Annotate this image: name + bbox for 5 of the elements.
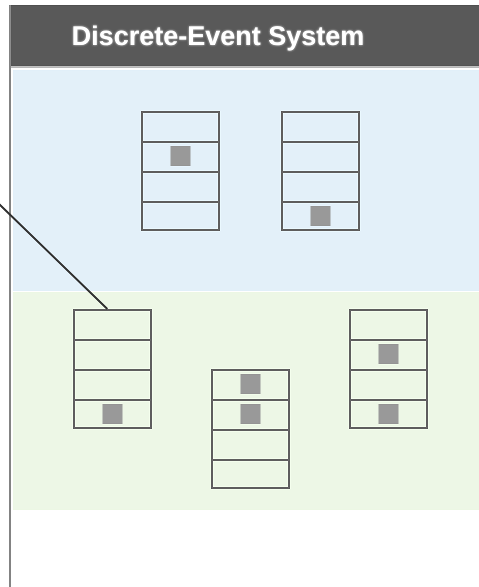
- panel-title: Discrete-Event System: [11, 5, 479, 68]
- lower-region: [13, 292, 479, 510]
- upper-region: [13, 70, 479, 291]
- system-panel: [9, 5, 479, 587]
- leader-line: [0, 202, 108, 310]
